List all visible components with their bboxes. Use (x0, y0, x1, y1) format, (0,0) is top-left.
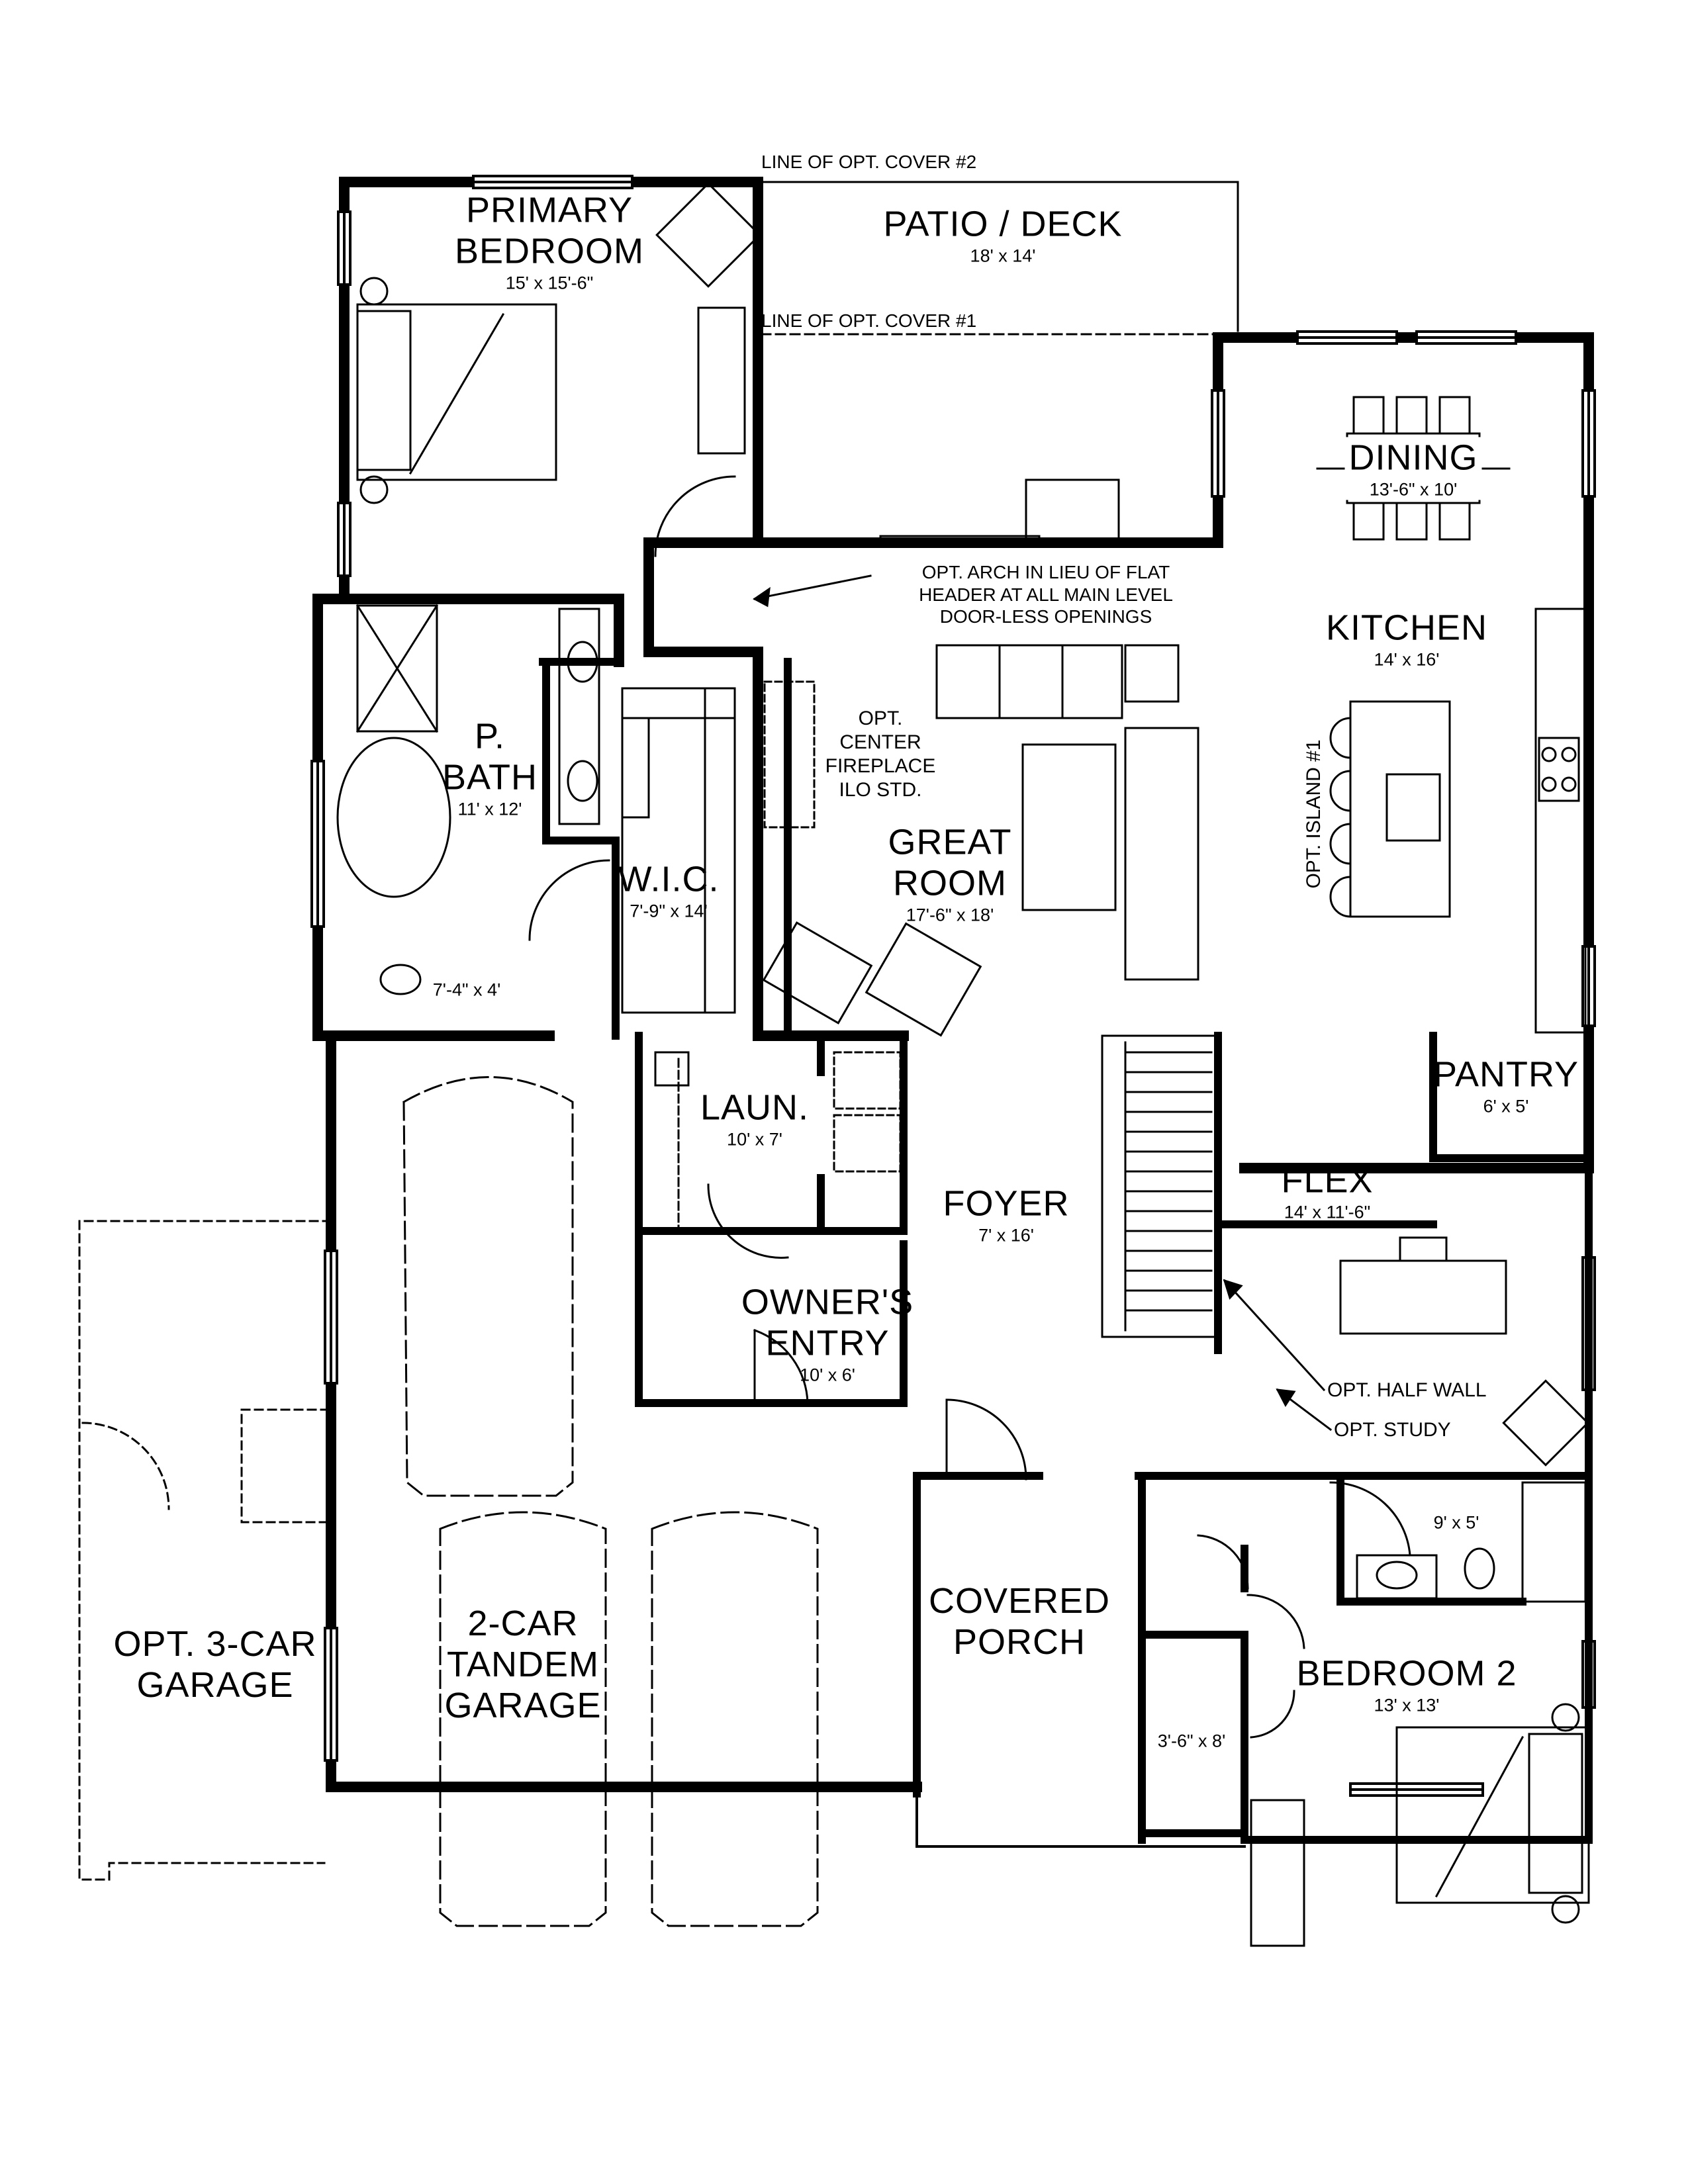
bedroom-2-label: BEDROOM 2 13' x 13' (1296, 1653, 1517, 1715)
foyer-dims: 7' x 16' (978, 1225, 1034, 1246)
wic-dims: 7'-9" x 14' (630, 901, 708, 921)
p-bath-dims: 11' x 12' (457, 799, 522, 819)
dining-table (1316, 396, 1511, 541)
exterior-walls (312, 177, 1594, 1792)
covered-porch-name-1: COVERED (928, 1580, 1111, 1621)
wic-shelves (621, 687, 736, 1014)
covered-porch-label: COVERED PORCH (929, 1580, 1110, 1662)
great-room-furniture (762, 644, 1199, 1037)
opt-garage-label: OPT. 3-CAR GARAGE (113, 1623, 316, 1706)
door-swings (528, 475, 1411, 1739)
cover-2-note: LINE OF OPT. COVER #2 (761, 152, 977, 172)
pantry-dims: 6' x 5' (1483, 1096, 1529, 1116)
bath-fixtures (336, 604, 600, 995)
tandem-garage-name-1: 2-CAR (467, 1603, 579, 1643)
fireplace-note-line-4: ILO STD. (839, 779, 922, 801)
windows (310, 175, 1596, 1797)
opt-garage-name-1: OPT. 3-CAR (113, 1623, 317, 1664)
closet-2-dims: 3'-6" x 8' (1157, 1731, 1226, 1751)
owners-entry-name-1: OWNER'S (741, 1282, 914, 1322)
p-bath-label: P. BATH 11' x 12' (442, 715, 538, 819)
fireplace-note-line-2: CENTER (839, 731, 921, 753)
pantry-name: PANTRY (1432, 1054, 1579, 1095)
p-bath-name-2: BATH (442, 757, 538, 797)
pantry-label: PANTRY 6' x 5' (1433, 1054, 1579, 1116)
laundry-dims: 10' x 7' (727, 1129, 782, 1150)
kitchen-label: KITCHEN 14' x 16' (1326, 607, 1487, 670)
toilet-room-label: 7'-4" x 4' (433, 978, 500, 1000)
car-outlines (402, 1076, 819, 1927)
arch-note-line-3: DOOR-LESS OPENINGS (939, 606, 1152, 627)
fireplace-note-line-3: FIREPLACE (825, 755, 936, 777)
dining-name: DINING (1348, 437, 1478, 478)
flex-desk (1339, 1236, 1589, 1467)
patio-deck-name: PATIO / DECK (883, 204, 1123, 244)
arch-note-line-1: OPT. ARCH IN LIEU OF FLAT (921, 562, 1170, 582)
bedroom-2-dims: 13' x 13' (1374, 1695, 1440, 1715)
arch-note: OPT. ARCH IN LIEU OF FLAT HEADER AT ALL … (919, 561, 1173, 628)
fireplace-note: OPT. CENTER FIREPLACE ILO STD. (825, 707, 936, 802)
foyer-name: FOYER (943, 1183, 1070, 1224)
stairs (1101, 1034, 1219, 1338)
tandem-garage-name-2: TANDEM (447, 1644, 599, 1684)
foyer-label: FOYER 7' x 16' (943, 1183, 1069, 1246)
great-room-name-2: ROOM (892, 863, 1007, 903)
tandem-garage-name-3: GARAGE (444, 1686, 602, 1726)
covered-porch-outline (915, 1475, 1246, 1848)
owners-entry-dims: 10' x 6' (800, 1365, 855, 1385)
arch-note-line-2: HEADER AT ALL MAIN LEVEL (919, 584, 1173, 605)
hall-bath-fixtures (1356, 1481, 1587, 1603)
bedroom-2-name: BEDROOM 2 (1296, 1653, 1517, 1694)
patio-deck-label: PATIO / DECK 18' x 14' (883, 203, 1122, 266)
wic-name: W.I.C. (618, 859, 720, 899)
patio-lines (760, 181, 1239, 547)
laundry-label: LAUN. 10' x 7' (700, 1087, 809, 1150)
owners-entry-name-2: ENTRY (765, 1323, 890, 1363)
primary-bed (356, 182, 761, 504)
primary-bedroom-dims: 15' x 15'-6" (505, 273, 594, 293)
kitchen-name: KITCHEN (1325, 608, 1488, 648)
primary-bedroom-name-1: PRIMARY (465, 190, 633, 230)
wic-label: W.I.C. 7'-9" x 14' (618, 858, 720, 921)
flex-name: FLEX (1281, 1160, 1374, 1201)
great-room-dims: 17'-6" x 18' (906, 905, 994, 925)
opt-garage-name-2: GARAGE (136, 1665, 294, 1705)
tandem-garage-label: 2-CAR TANDEM GARAGE (444, 1603, 601, 1726)
covered-porch-name-2: PORCH (953, 1622, 1086, 1662)
kitchen-counters (1329, 608, 1587, 1034)
laundry-appliances (654, 1051, 902, 1232)
bedroom-2-bed (1250, 1703, 1590, 1947)
kitchen-dims: 14' x 16' (1374, 649, 1440, 670)
owners-entry-label: OWNER'S ENTRY 10' x 6' (741, 1281, 914, 1385)
flex-dims: 14' x 11'-6" (1284, 1202, 1371, 1222)
flex-label: FLEX 14' x 11'-6" (1281, 1160, 1373, 1222)
dining-dims: 13'-6" x 10' (1369, 479, 1458, 500)
hall-bath-label: 9' x 5' (1434, 1511, 1479, 1533)
great-room-name-1: GREAT (888, 822, 1012, 862)
fireplace-note-line-1: OPT. (858, 707, 903, 729)
laundry-name: LAUN. (700, 1087, 810, 1128)
great-room-label: GREAT ROOM 17'-6" x 18' (888, 821, 1011, 925)
note-leaders (753, 574, 1333, 1432)
opt-garage-outline (78, 1220, 336, 1881)
p-bath-name-1: P. (474, 716, 506, 756)
cover-1-note: LINE OF OPT. COVER #1 (761, 310, 977, 331)
closet-2-label: 3'-6" x 8' (1158, 1729, 1225, 1751)
study-note: OPT. STUDY (1334, 1419, 1451, 1441)
half-wall-note: OPT. HALF WALL (1327, 1379, 1487, 1401)
dining-label: DINING 13'-6" x 10' (1344, 437, 1482, 500)
toilet-room-dims: 7'-4" x 4' (432, 979, 501, 1000)
hall-bath-dims: 9' x 5' (1433, 1512, 1479, 1533)
island-note: OPT. ISLAND #1 (1303, 739, 1325, 889)
primary-bedroom-name-2: BEDROOM (454, 231, 645, 271)
primary-bedroom-label: PRIMARY BEDROOM 15' x 15'-6" (455, 189, 644, 293)
patio-deck-dims: 18' x 14' (970, 246, 1036, 266)
